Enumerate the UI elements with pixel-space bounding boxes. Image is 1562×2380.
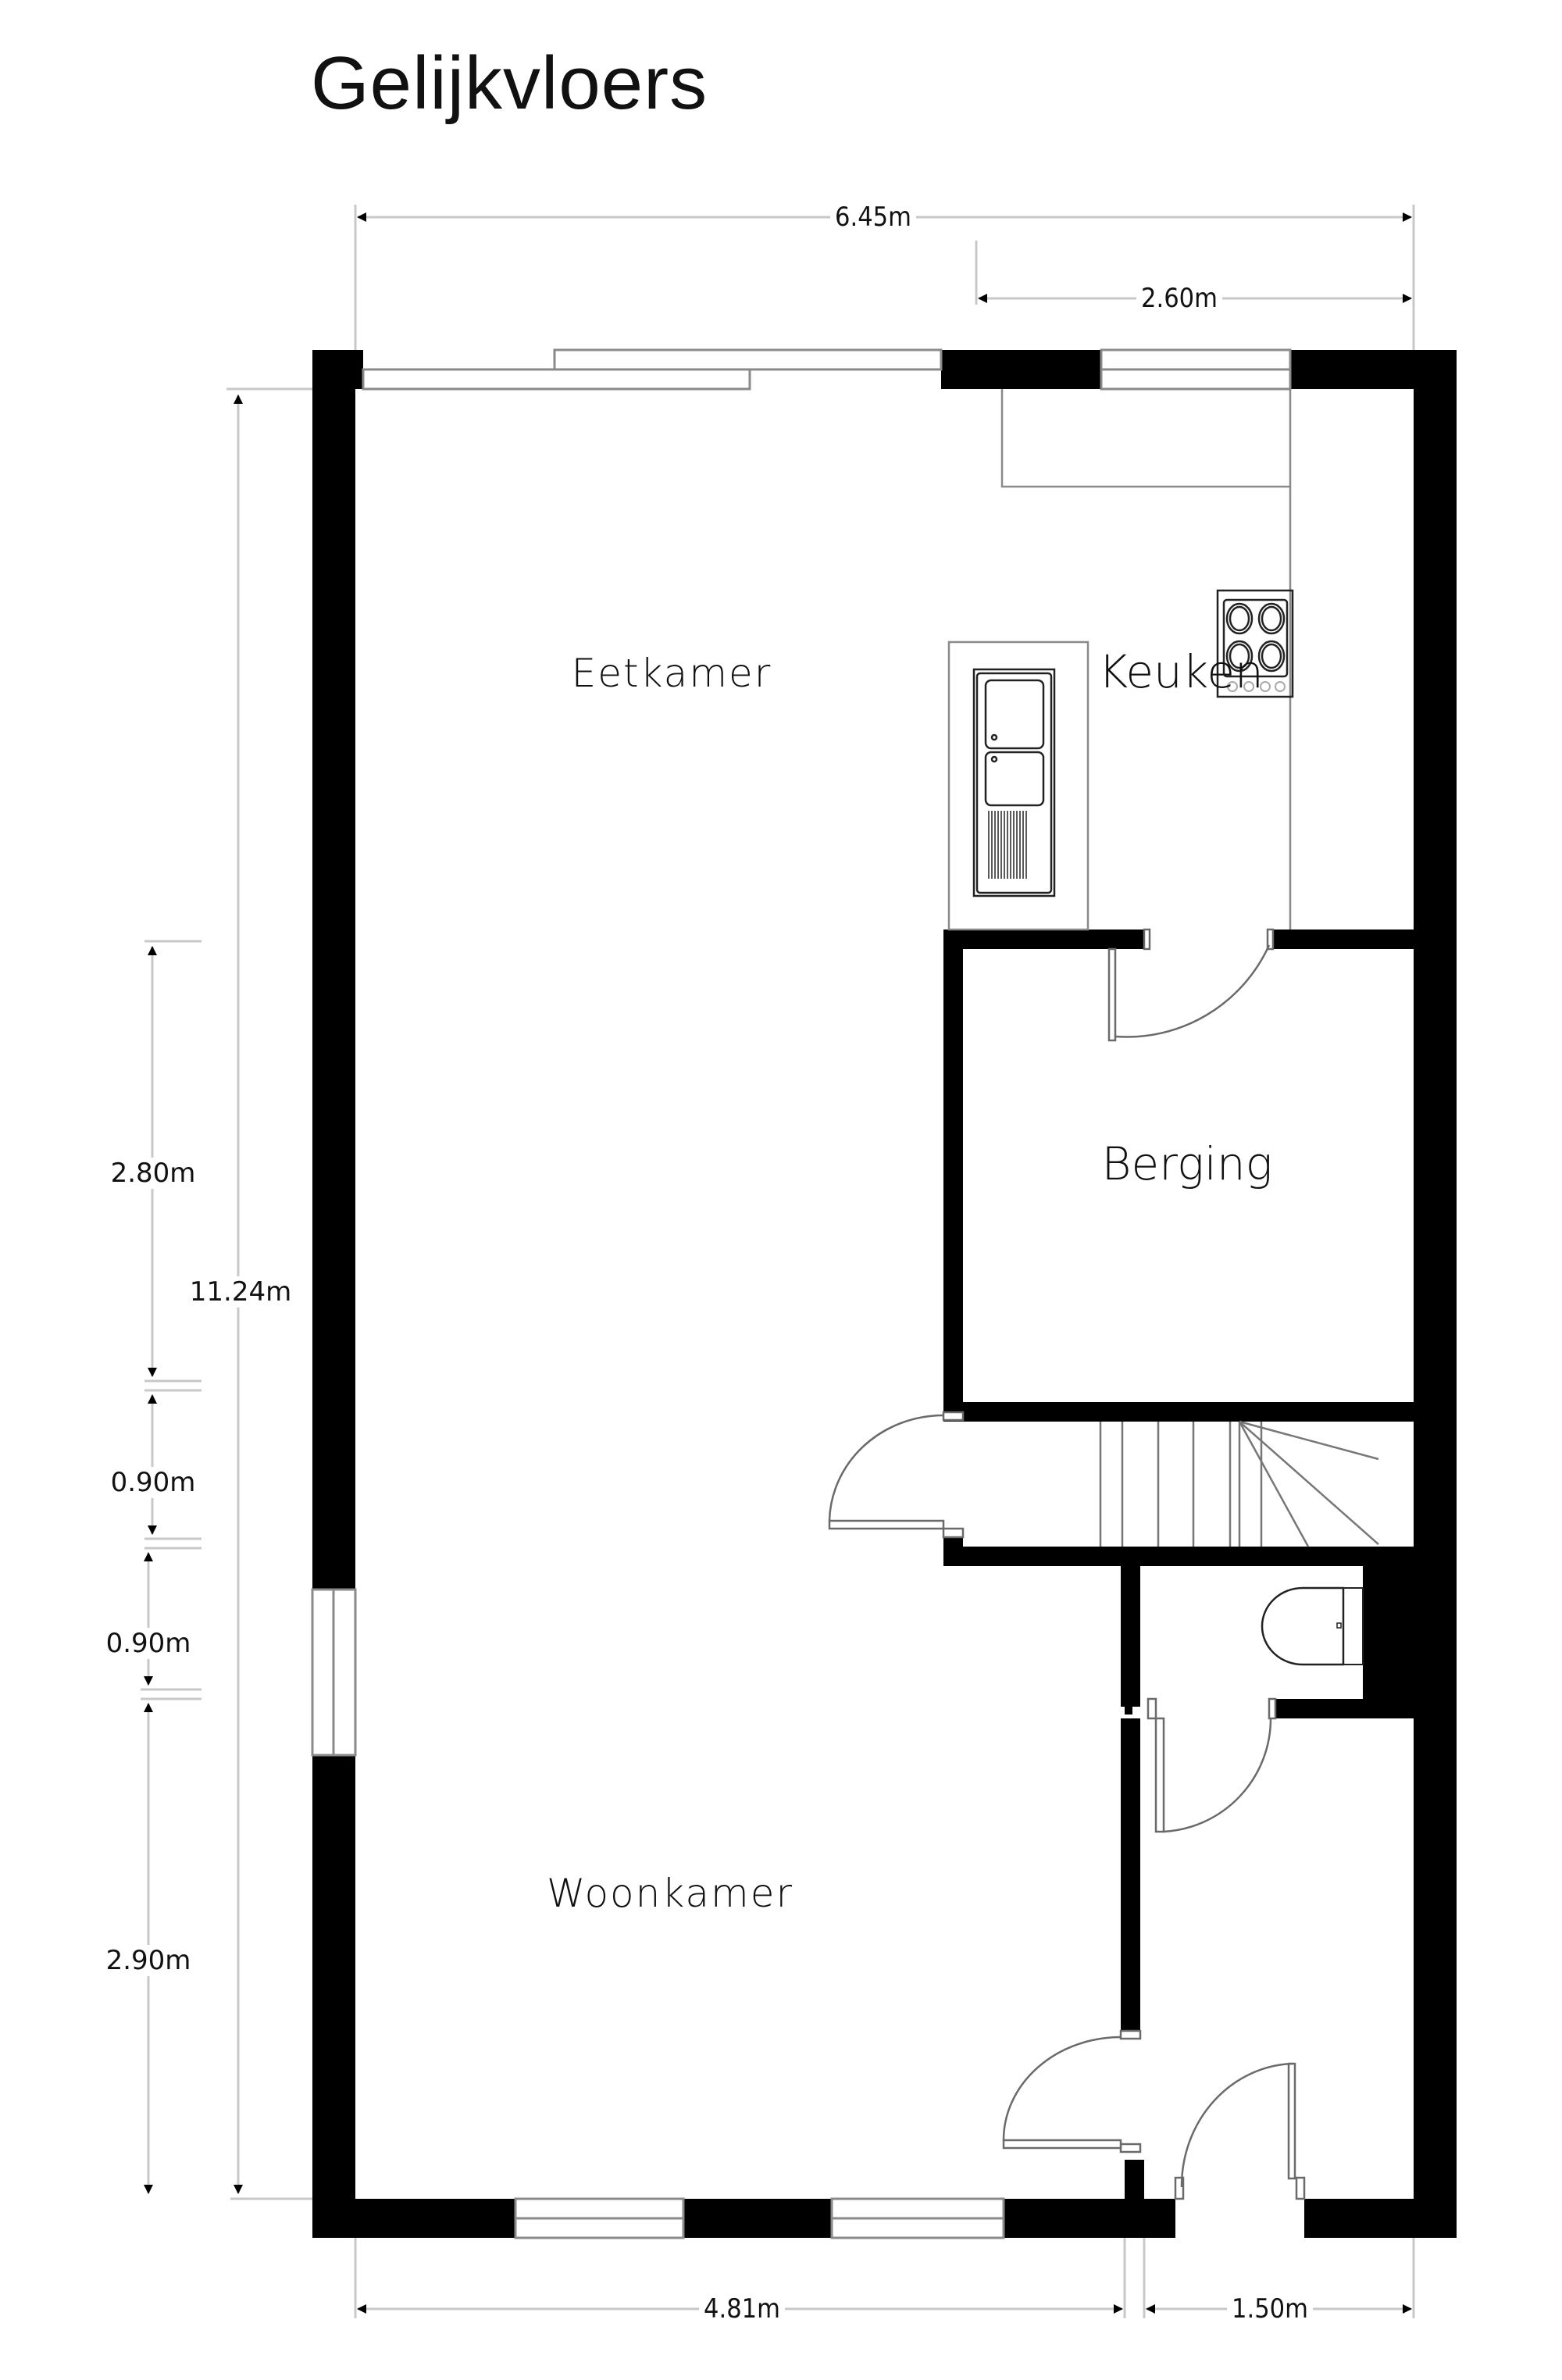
toilet-icon [1261,1586,1364,1666]
room-label-keuken: Keuken [1098,645,1264,698]
page-title: Gelijkvloers [311,41,708,125]
staircase [1099,1420,1379,1547]
dimension-label-segment-2: 0.90m [105,1467,201,1498]
dimension-label-hall-width: 1.50m [1227,2293,1313,2325]
berging-door-leaf [1107,947,1117,1042]
exterior-walls [312,350,1457,2238]
dimension-label-total-width: 6.45m [830,202,916,233]
dimension-label-kitchen-width: 2.60m [1136,283,1222,314]
dimension-label-living-width: 4.81m [699,2293,785,2325]
kitchen-counters [947,389,1292,931]
dimension-label-segment-1: 2.80m [105,1158,201,1189]
dimension-label-segment-3: 0.90m [101,1628,196,1659]
room-label-berging: Berging [1101,1137,1273,1190]
doors [828,928,1306,2200]
dimension-label-total-depth: 11.24m [184,1276,297,1308]
sink-icon [972,668,1056,897]
windows [311,348,1292,2239]
interior-walls [943,930,1414,2199]
stove-icon [1216,589,1294,698]
room-label-eetkamer: Eetkamer [571,651,772,696]
room-label-woonkamer: Woonkamer [546,1871,794,1916]
dimension-label-segment-4: 2.90m [101,1945,196,1976]
